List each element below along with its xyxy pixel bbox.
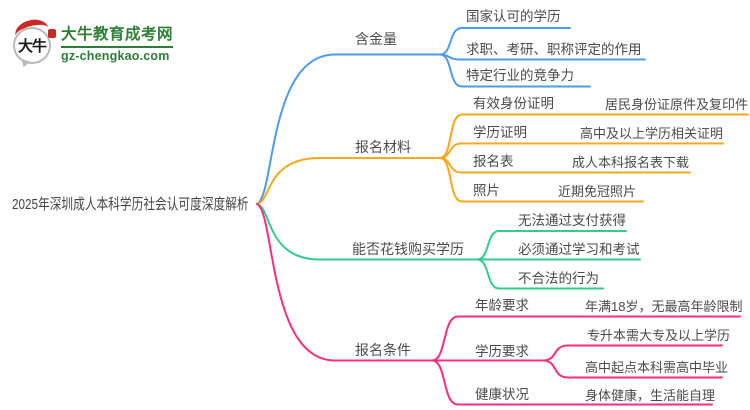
branch-lines-baomingtiaojian <box>256 203 741 406</box>
logo-mark-text: 大牛 <box>17 38 47 55</box>
logo-bubble-icon: 大牛 <box>12 16 58 74</box>
leaf-node[interactable]: 健康状况 <box>475 387 529 402</box>
branch-lines-hanjinliang <box>256 27 646 205</box>
site-logo: 大牛 大牛教育成考网 gz-chengkao.com <box>12 16 174 74</box>
leaf-node[interactable]: 求职、考研、职称评定的作用 <box>466 42 642 57</box>
leaf-node[interactable]: 不合法的行为 <box>518 271 599 286</box>
logo-seal-icon <box>48 29 56 38</box>
branch-label-hanjinliang[interactable]: 含金量 <box>355 31 397 47</box>
subleaf-node[interactable]: 居民身份证原件及复印件 <box>605 97 749 112</box>
branch-lines-baomingcailiao <box>256 113 749 205</box>
site-url: gz-chengkao.com <box>61 49 170 63</box>
leaf-node[interactable]: 照片 <box>473 183 500 198</box>
branch-lines-huaqiangoumai <box>256 203 641 290</box>
subleaf-node[interactable]: 高中及以上学历相关证明 <box>580 126 724 141</box>
branch-label-baomingtiaojian[interactable]: 报名条件 <box>355 342 411 358</box>
site-name: 大牛教育成考网 <box>61 26 174 43</box>
subleaf-node[interactable]: 年满18岁，无最高年龄限制 <box>585 299 743 314</box>
leaf-node[interactable]: 学历证明 <box>473 125 527 140</box>
leaf-node[interactable]: 必须通过学习和考试 <box>518 242 640 257</box>
branch-label-huaqiangoumai[interactable]: 能否花钱购买学历 <box>352 241 464 257</box>
subleaf-node[interactable]: 专升本需大专及以上学历 <box>587 328 731 343</box>
subleaf-node[interactable]: 高中起点本科需高中毕业 <box>585 360 729 375</box>
subleaf-node[interactable]: 近期免冠照片 <box>558 184 637 199</box>
logo-divider <box>61 46 174 48</box>
branch-label-baomingcailiao[interactable]: 报名材料 <box>355 139 411 155</box>
leaf-node[interactable]: 无法通过支付获得 <box>518 213 626 228</box>
subleaf-node[interactable]: 成人本科报名表下载 <box>572 155 690 170</box>
leaf-node[interactable]: 学历要求 <box>475 344 529 359</box>
leaf-node[interactable]: 国家认可的学历 <box>466 9 561 24</box>
subleaf-node[interactable]: 身体健康，生活能自理 <box>585 388 716 403</box>
leaf-node[interactable]: 特定行业的竞争力 <box>466 68 574 83</box>
central-topic[interactable]: 2025年深圳成人本科学历社会认可度深度解析 <box>12 196 249 213</box>
leaf-node[interactable]: 有效身份证明 <box>473 96 554 111</box>
leaf-node[interactable]: 年龄要求 <box>475 298 529 313</box>
leaf-node[interactable]: 报名表 <box>473 154 514 169</box>
